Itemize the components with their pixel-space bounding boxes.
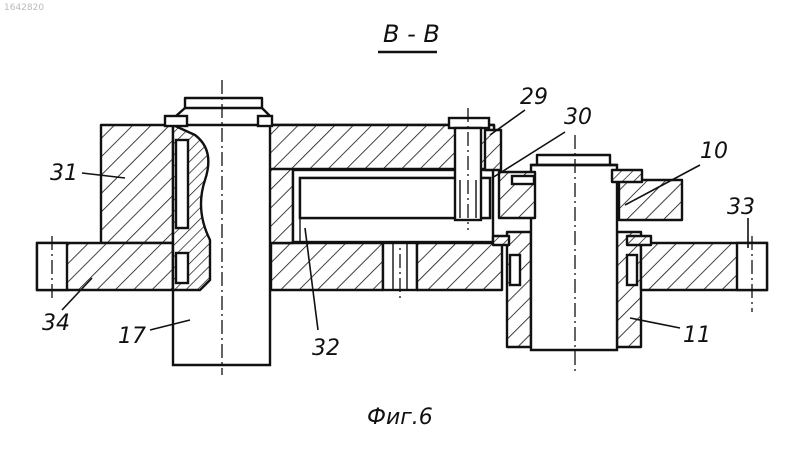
part-17-shaft bbox=[165, 80, 272, 375]
callout-10: 10 bbox=[700, 139, 728, 164]
part-31-block bbox=[101, 125, 174, 243]
callout-33: 33 bbox=[727, 195, 755, 220]
callout-11: 11 bbox=[683, 323, 711, 348]
figure-caption: Фиг.6 bbox=[367, 405, 433, 430]
callout-17: 17 bbox=[118, 324, 146, 349]
part-10-arm bbox=[612, 170, 682, 220]
part-30-gear bbox=[499, 172, 535, 218]
callout-32: 32 bbox=[312, 336, 340, 361]
document-stamp: 1642820 bbox=[4, 3, 44, 13]
callout-34: 34 bbox=[42, 311, 70, 336]
callout-29: 29 bbox=[520, 85, 548, 110]
callout-30: 30 bbox=[564, 105, 592, 130]
part-10-shaft bbox=[531, 135, 617, 375]
section-title: В - В bbox=[383, 20, 440, 48]
callout-31: 31 bbox=[50, 161, 78, 186]
